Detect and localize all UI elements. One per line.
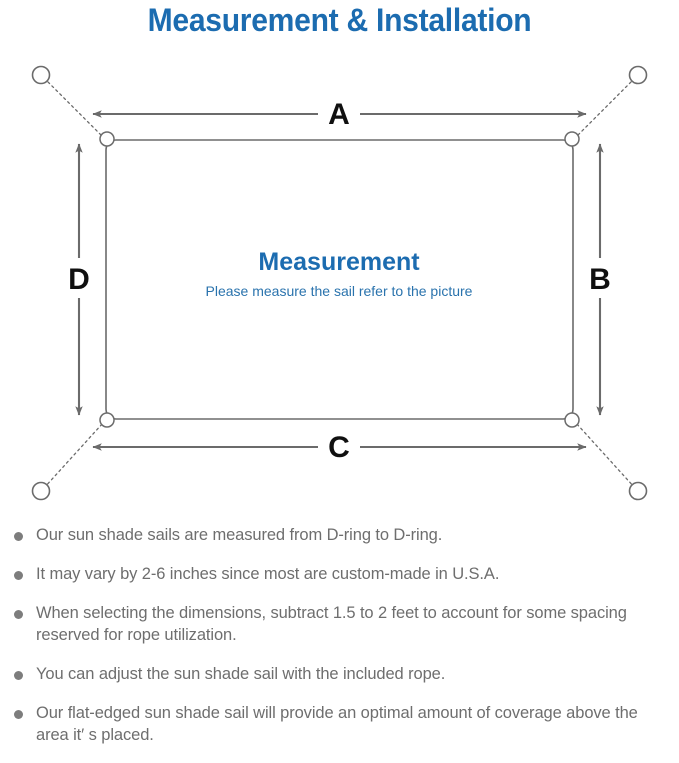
note-text: You can adjust the sun shade sail with t…	[36, 665, 446, 683]
dimension-label-c: C	[328, 431, 350, 464]
rope-line-bottom-right	[575, 422, 636, 489]
bullet-icon	[14, 671, 23, 680]
anchor-point-bottom-right	[628, 481, 648, 501]
bullet-icon	[14, 532, 23, 541]
diagram-inner-subtext: Please measure the sail refer to the pic…	[206, 283, 473, 299]
rope-lines	[43, 77, 636, 489]
anchor-point-top-left	[31, 65, 51, 85]
bullet-icon	[14, 710, 23, 719]
d-ring-bottom-right	[564, 412, 580, 428]
anchor-point-bottom-left	[31, 481, 51, 501]
anchor-point-top-right	[628, 65, 648, 85]
list-item: Our flat-edged sun shade sail will provi…	[0, 702, 679, 746]
bullet-icon	[14, 571, 23, 580]
note-text: Our flat-edged sun shade sail will provi…	[36, 704, 638, 744]
d-rings	[99, 131, 580, 428]
sail-outline	[105, 139, 574, 420]
rope-line-bottom-left	[43, 422, 104, 489]
dimension-label-a: A	[328, 98, 350, 131]
dimension-label-d: D	[68, 263, 90, 296]
note-text: It may vary by 2-6 inches since most are…	[36, 565, 500, 583]
dimension-label-b: B	[589, 263, 611, 296]
d-ring-bottom-left	[99, 412, 115, 428]
list-item: Our sun shade sails are measured from D-…	[0, 524, 679, 546]
page-title: Measurement & Installation	[147, 2, 532, 38]
diagram-inner-heading: Measurement	[258, 248, 420, 276]
d-ring-top-right	[564, 131, 580, 147]
list-item: You can adjust the sun shade sail with t…	[0, 663, 679, 685]
note-text: When selecting the dimensions, subtract …	[36, 604, 627, 644]
list-item: It may vary by 2-6 inches since most are…	[0, 563, 679, 585]
notes-list: Our sun shade sails are measured from D-…	[0, 524, 679, 763]
d-ring-top-left	[99, 131, 115, 147]
list-item: When selecting the dimensions, subtract …	[0, 602, 679, 646]
rope-line-top-right	[575, 77, 636, 138]
measurement-diagram: A C D B Measurement Please measure the s…	[0, 48, 679, 518]
note-text: Our sun shade sails are measured from D-…	[36, 526, 443, 544]
bullet-icon	[14, 610, 23, 619]
rope-line-top-left	[43, 77, 104, 138]
anchor-points	[31, 65, 648, 501]
